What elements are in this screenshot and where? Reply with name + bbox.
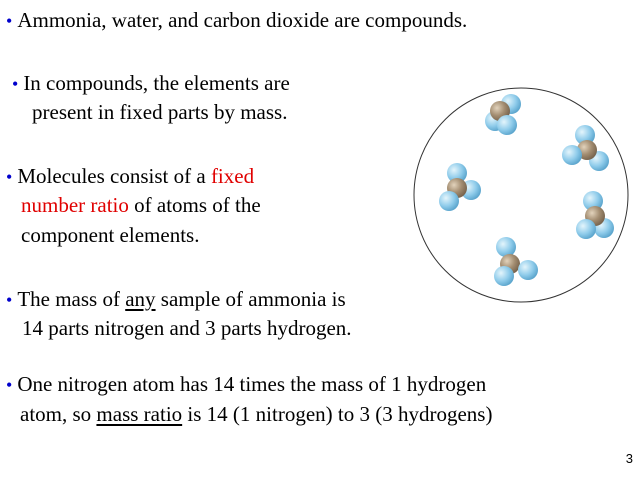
hydrogen-atom	[494, 266, 514, 286]
bullet-icon: •	[6, 11, 13, 31]
bullet-line-5-2: atom, so mass ratio is 14 (1 nitrogen) t…	[20, 399, 492, 429]
underlined-text: any	[125, 287, 156, 311]
bullet-text: is 14 (1 nitrogen) to 3 (3 hydrogens)	[182, 402, 493, 426]
hydrogen-atom	[439, 191, 459, 211]
ammonia-molecule	[562, 125, 609, 171]
bullet-icon: •	[6, 375, 13, 395]
page-number: 3	[625, 451, 633, 466]
bullet-icon: •	[12, 74, 19, 94]
bullet-text: component elements.	[21, 223, 200, 247]
hydrogen-atom	[496, 237, 516, 257]
hydrogen-atom	[518, 260, 538, 280]
bullet-text: The mass of	[17, 287, 126, 311]
bullet-line-3-3: component elements.	[21, 220, 199, 250]
bullet-icon: •	[6, 167, 13, 187]
ammonia-molecule	[485, 94, 521, 135]
underlined-text: mass ratio	[96, 402, 183, 426]
bullet-line-2-1: •In compounds, the elements are	[12, 68, 290, 99]
highlight-text: number ratio	[21, 193, 129, 217]
ammonia-molecule	[494, 237, 538, 286]
bullet-text: atom, so	[20, 402, 97, 426]
bullet-line-2-2: present in fixed parts by mass.	[32, 97, 287, 127]
bullet-text: Molecules consist of a	[17, 164, 211, 188]
bullet-line-4-2: 14 parts nitrogen and 3 parts hydrogen.	[22, 313, 352, 343]
hydrogen-atom	[562, 145, 582, 165]
bullet-text: sample of ammonia is	[155, 287, 346, 311]
bullet-text: present in fixed parts by mass.	[32, 100, 288, 124]
container-circle	[413, 87, 629, 303]
bullet-text: of atoms of the	[128, 193, 261, 217]
hydrogen-atom	[576, 219, 596, 239]
bullet-text: Ammonia, water, and carbon dioxide are c…	[17, 8, 468, 32]
ammonia-molecule	[576, 191, 614, 239]
hydrogen-atom	[575, 125, 595, 145]
bullet-text: 14 parts nitrogen and 3 parts hydrogen.	[22, 316, 352, 340]
bullet-line-4-1: •The mass of any sample of ammonia is	[6, 284, 346, 315]
highlight-text: fixed	[210, 164, 255, 188]
bullet-line-3-2: number ratio of atoms of the	[21, 190, 261, 220]
ammonia-molecule	[439, 163, 481, 211]
bullet-icon: •	[6, 290, 13, 310]
hydrogen-atom	[583, 191, 603, 211]
bullet-line-5-1: •One nitrogen atom has 14 times the mass…	[6, 369, 486, 400]
hydrogen-atom	[497, 115, 517, 135]
bullet-line-1-1: •Ammonia, water, and carbon dioxide are …	[6, 5, 467, 36]
hydrogen-atom	[447, 163, 467, 183]
bullet-line-3-1: •Molecules consist of a fixed	[6, 161, 254, 192]
bullet-text: In compounds, the elements are	[23, 71, 290, 95]
bullet-text: One nitrogen atom has 14 times the mass …	[17, 372, 487, 396]
